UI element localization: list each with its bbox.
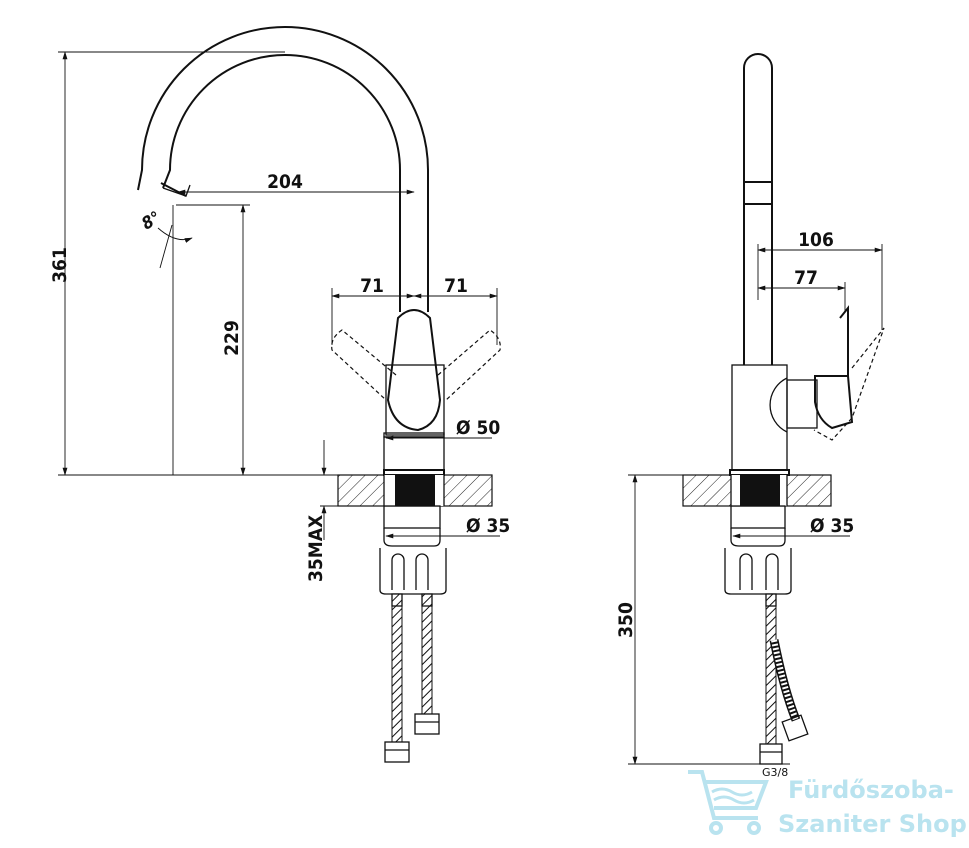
dim-thread: G3/8 bbox=[762, 766, 788, 779]
front-countertop bbox=[337, 474, 493, 507]
dim-total-height: 361 bbox=[49, 247, 71, 283]
front-hoses bbox=[384, 593, 440, 763]
front-spout bbox=[137, 26, 429, 312]
side-shank bbox=[724, 505, 792, 595]
front-dimensions bbox=[58, 51, 500, 540]
dim-lever-right: 71 bbox=[444, 275, 468, 297]
watermark: Fürdőszoba- Szaniter Shop bbox=[688, 770, 967, 838]
dim-lever-left: 71 bbox=[360, 275, 384, 297]
dim-lever-reach: 77 bbox=[794, 267, 818, 289]
side-dimensions bbox=[628, 244, 883, 765]
dim-body-diameter: Ø 50 bbox=[456, 417, 500, 439]
side-countertop bbox=[682, 474, 832, 507]
dim-lever-reach-max: 106 bbox=[798, 229, 834, 251]
dim-spout-clearance: 229 bbox=[221, 320, 243, 356]
dim-shank-diameter-front: Ø 35 bbox=[466, 515, 510, 537]
dim-hose-length: 350 bbox=[615, 602, 637, 638]
side-body bbox=[729, 305, 885, 476]
front-lever bbox=[331, 309, 501, 436]
watermark-line1: Fürdőszoba- bbox=[788, 776, 954, 804]
front-view: 361 204 229 71 71 Ø 50 Ø 35 35MAX 8° bbox=[49, 26, 510, 763]
front-shank bbox=[379, 505, 447, 595]
shopping-cart-icon bbox=[688, 770, 769, 835]
side-view: 106 77 Ø 35 350 G3/8 bbox=[615, 53, 885, 779]
watermark-line2: Szaniter Shop bbox=[778, 810, 967, 838]
front-body bbox=[383, 432, 445, 476]
side-hoses bbox=[759, 593, 809, 765]
side-spout bbox=[743, 53, 773, 365]
dim-counter-thickness: 35MAX bbox=[305, 515, 327, 582]
dim-shank-diameter-side: Ø 35 bbox=[810, 515, 854, 537]
dim-spout-reach: 204 bbox=[267, 171, 303, 193]
